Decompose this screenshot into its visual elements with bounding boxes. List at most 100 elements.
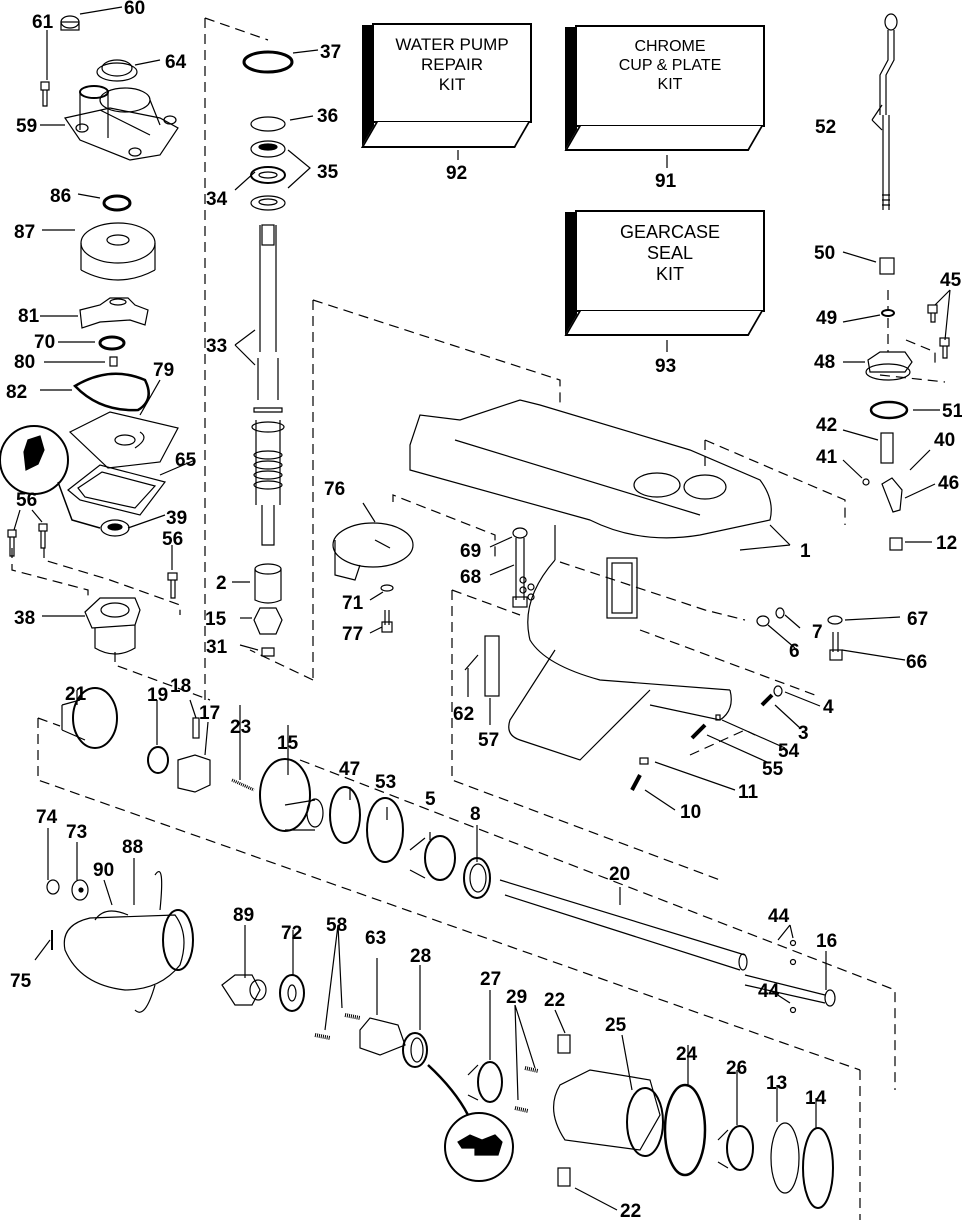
callout-41: 41 bbox=[816, 447, 838, 468]
callout-34: 34 bbox=[206, 189, 228, 210]
bolt-56-left bbox=[7, 529, 17, 557]
callout-28: 28 bbox=[410, 946, 431, 967]
o-ring-37 bbox=[242, 50, 294, 74]
callout-17: 17 bbox=[199, 703, 220, 724]
kit-line: WATER PUMP bbox=[395, 35, 509, 54]
spring-23 bbox=[231, 778, 255, 792]
seal-39 bbox=[100, 519, 130, 537]
callout-5: 5 bbox=[425, 789, 436, 810]
callout-92: 92 bbox=[446, 163, 467, 184]
kit-line: CUP & PLATE bbox=[618, 57, 722, 74]
guide-line bbox=[704, 439, 846, 525]
callout-76: 76 bbox=[324, 479, 345, 500]
nut-31 bbox=[261, 647, 275, 657]
thrust-bearing-34 bbox=[250, 166, 286, 184]
callout-75: 75 bbox=[10, 971, 32, 992]
callout-93: 93 bbox=[655, 356, 676, 377]
callout-82: 82 bbox=[6, 382, 27, 403]
screw-62 bbox=[464, 654, 479, 671]
kit-box-shadow bbox=[362, 25, 374, 147]
screw-58a bbox=[314, 1033, 331, 1040]
key-22a bbox=[557, 1034, 571, 1054]
o-ring-4 bbox=[773, 685, 783, 697]
kit-line: KIT bbox=[655, 264, 684, 284]
callout-40: 40 bbox=[934, 430, 955, 451]
anode-57 bbox=[484, 635, 500, 697]
retainer-63 bbox=[359, 1017, 406, 1056]
callout-39: 39 bbox=[166, 508, 187, 529]
callout-55: 55 bbox=[762, 759, 784, 780]
callout-81: 81 bbox=[18, 306, 40, 327]
shim-36 bbox=[250, 116, 286, 132]
screw-3 bbox=[760, 693, 774, 707]
cap-60 bbox=[60, 15, 80, 31]
callout-68: 68 bbox=[460, 567, 481, 588]
callout-3: 3 bbox=[798, 723, 809, 744]
callout-74: 74 bbox=[36, 807, 58, 828]
callout-52: 52 bbox=[815, 117, 836, 138]
thrust-hub-89 bbox=[221, 974, 267, 1006]
callout-2: 2 bbox=[216, 573, 227, 594]
callout-56-right: 56 bbox=[162, 529, 183, 550]
kit-line: CHROME bbox=[634, 38, 706, 55]
screw-61 bbox=[40, 81, 50, 107]
guide-line bbox=[114, 652, 211, 701]
callout-60: 60 bbox=[124, 0, 145, 19]
callout-88: 88 bbox=[122, 837, 143, 858]
guide-line bbox=[879, 374, 946, 383]
o-ring-70 bbox=[98, 335, 126, 351]
bolt-66 bbox=[829, 632, 843, 661]
fitting-10 bbox=[630, 774, 642, 791]
callout-8: 8 bbox=[470, 804, 481, 825]
washer-13 bbox=[770, 1122, 800, 1194]
screw-45b bbox=[939, 337, 950, 359]
callout-26: 26 bbox=[726, 1058, 747, 1079]
bearing-27 bbox=[467, 1061, 503, 1103]
callout-37: 37 bbox=[320, 42, 341, 63]
callout-58: 58 bbox=[326, 915, 347, 936]
callout-89: 89 bbox=[233, 905, 254, 926]
pinion-gear-15 bbox=[253, 607, 283, 635]
callout-56-left: 56 bbox=[16, 490, 37, 511]
gearcase-housing bbox=[410, 400, 772, 761]
guide-line bbox=[43, 548, 181, 615]
bearing-26 bbox=[717, 1125, 754, 1171]
callout-25: 25 bbox=[605, 1015, 627, 1036]
guide-line bbox=[392, 494, 496, 560]
reverse-gear-15 bbox=[259, 758, 324, 832]
callout-86: 86 bbox=[50, 186, 71, 207]
bolt-68 bbox=[512, 527, 528, 608]
callout-59: 59 bbox=[16, 116, 37, 137]
drive-shaft-33 bbox=[251, 224, 285, 546]
thrust-bearing-14 bbox=[802, 1127, 834, 1209]
shift-pin-16 bbox=[744, 974, 836, 1007]
callout-64: 64 bbox=[165, 52, 187, 73]
trim-tab-76 bbox=[332, 522, 414, 581]
washer-54 bbox=[715, 714, 721, 721]
thrust-bearing-47 bbox=[329, 786, 361, 844]
shift-lever-46 bbox=[881, 477, 903, 513]
callout-71: 71 bbox=[342, 593, 364, 614]
callout-1: 1 bbox=[800, 541, 811, 562]
callout-42: 42 bbox=[816, 415, 837, 436]
o-ring-7 bbox=[775, 607, 785, 619]
callout-19: 19 bbox=[147, 685, 168, 706]
callout-49: 49 bbox=[816, 308, 837, 329]
kit-line: KIT bbox=[657, 76, 683, 93]
callout-80: 80 bbox=[14, 352, 35, 373]
callout-53: 53 bbox=[375, 772, 396, 793]
thrust-washer-35a bbox=[250, 140, 286, 158]
bearing-8 bbox=[463, 857, 491, 899]
screw-45a bbox=[927, 304, 938, 323]
seal-detail-circle bbox=[0, 425, 101, 529]
callout-11: 11 bbox=[738, 782, 759, 803]
callout-18: 18 bbox=[170, 676, 191, 697]
callout-22-bottom: 22 bbox=[620, 1201, 641, 1220]
impeller-81 bbox=[79, 297, 149, 329]
seal-detail-circle-2 bbox=[427, 1064, 514, 1182]
guide-line bbox=[249, 649, 314, 681]
bearing-housing-25 bbox=[553, 1069, 664, 1157]
guide-line bbox=[37, 718, 861, 1071]
